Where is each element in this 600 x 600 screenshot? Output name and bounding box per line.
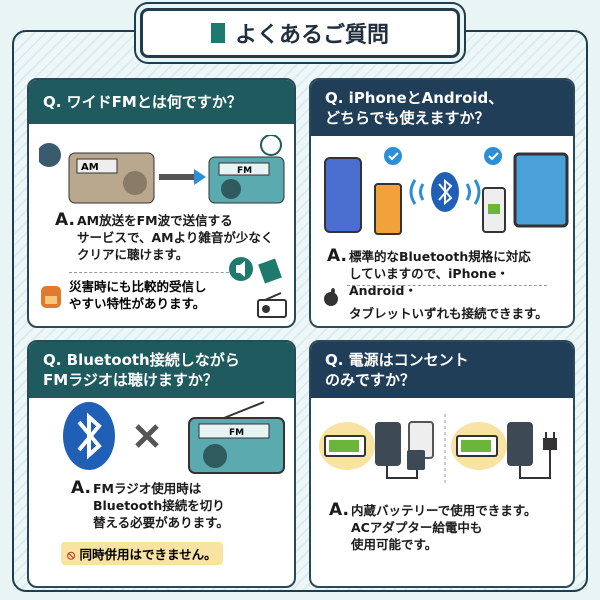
answer-marker: A. xyxy=(55,210,75,230)
answer-line: ACアダプター給電中も xyxy=(351,520,483,535)
answer-line: 使用可能です。 xyxy=(351,537,438,552)
speaker-icon xyxy=(229,257,282,284)
fm-label: FM xyxy=(229,428,244,438)
apple-icon xyxy=(324,288,338,306)
answer-line: サービスで、AMより雑音が少なく xyxy=(77,230,274,245)
page-title: よくあるご質問 xyxy=(234,23,389,48)
faq-card-compatibility: Q. iPhoneとAndroid、どちらでも使えますか？ A.標準的なBlue… xyxy=(309,78,575,328)
power-illustration xyxy=(319,414,557,484)
question-line: のみですか？ xyxy=(325,371,416,389)
note-line: 災害時にも比較的受信し xyxy=(69,279,207,294)
question: Q. ワイドFMとは何ですか？ xyxy=(29,80,294,124)
answer-line: FMラジオ使用時は xyxy=(93,481,202,496)
question: Q. 電源はコンセントのみですか？ xyxy=(311,342,573,398)
faq-card-power: Q. 電源はコンセントのみですか？ A.内蔵バッテリーで使用できます。 ACアダプ… xyxy=(309,340,575,588)
answer: A.標準的なBluetooth規格に対応していますので、iPhone・Andro… xyxy=(327,248,573,322)
question-line: Q. Bluetooth接続しながら xyxy=(43,351,240,369)
answer-marker: A. xyxy=(71,478,91,498)
answer-marker: A. xyxy=(329,500,349,520)
question: Q. Bluetooth接続しながら FMラジオは聴けますか？ xyxy=(29,342,294,398)
question-line: Q. 電源はコンセント xyxy=(325,351,469,369)
answer-marker: A. xyxy=(327,246,347,266)
answer-line: していますので、iPhone・Android・ xyxy=(349,266,509,298)
am-label: AM xyxy=(81,162,99,173)
question-line: Q. iPhoneとAndroid、 xyxy=(325,89,504,107)
answer-line: 内蔵バッテリーで使用できます。 xyxy=(351,503,537,518)
title-marker xyxy=(210,23,225,43)
title-banner: よくあるご質問 xyxy=(140,8,460,58)
answer-line: タブレットいずれも接続できます。 xyxy=(349,306,548,321)
answer-line: Bluetooth接続を切り xyxy=(93,498,225,513)
faq-card-bluetooth-fm: Q. Bluetooth接続しながら FMラジオは聴けますか？ FM A.FMラジ… xyxy=(27,340,296,588)
bluetooth-x-radio-illustration: FM xyxy=(63,401,285,474)
question-line: FMラジオは聴けますか？ xyxy=(43,371,218,389)
answer-line: クリアに聴けます。 xyxy=(77,247,189,262)
answer: A.内蔵バッテリーで使用できます。 ACアダプター給電中も使用可能です。 xyxy=(329,502,537,553)
answer: A.AM放送をFM波で送信するサービスで、AMより雑音が少なくクリアに聴けます。 xyxy=(55,212,274,263)
answer-line: 標準的なBluetooth規格に対応 xyxy=(349,249,531,264)
note-line: やすい特性があります。 xyxy=(69,296,206,311)
question-line: どちらでも使えますか？ xyxy=(325,109,490,127)
divider xyxy=(347,285,547,286)
devices-illustration xyxy=(324,147,569,235)
backpack-icon xyxy=(41,286,61,308)
note: 災害時にも比較的受信しやすい特性があります。 xyxy=(69,278,207,312)
divider xyxy=(69,272,249,273)
small-radio-icon xyxy=(257,292,287,318)
warning-badge: ⦸ 同時併用はできません。 xyxy=(61,542,223,565)
answer-line: 替える必要があります。 xyxy=(93,515,229,530)
faq-card-wide-fm: Q. ワイドFMとは何ですか？ AM FM A.AM放送をFM波で送信するサービ… xyxy=(27,78,296,328)
answer-line: AM放送をFM波で送信する xyxy=(77,213,233,228)
radio-illustration: AM FM xyxy=(39,135,285,204)
prohibited-icon: ⦸ xyxy=(67,547,76,562)
question: Q. iPhoneとAndroid、どちらでも使えますか？ xyxy=(311,80,573,136)
fm-label: FM xyxy=(237,166,252,176)
warning-text: 同時併用はできません。 xyxy=(79,547,217,562)
answer: A.FMラジオ使用時は Bluetooth接続を切り替える必要があります。 xyxy=(71,480,229,531)
